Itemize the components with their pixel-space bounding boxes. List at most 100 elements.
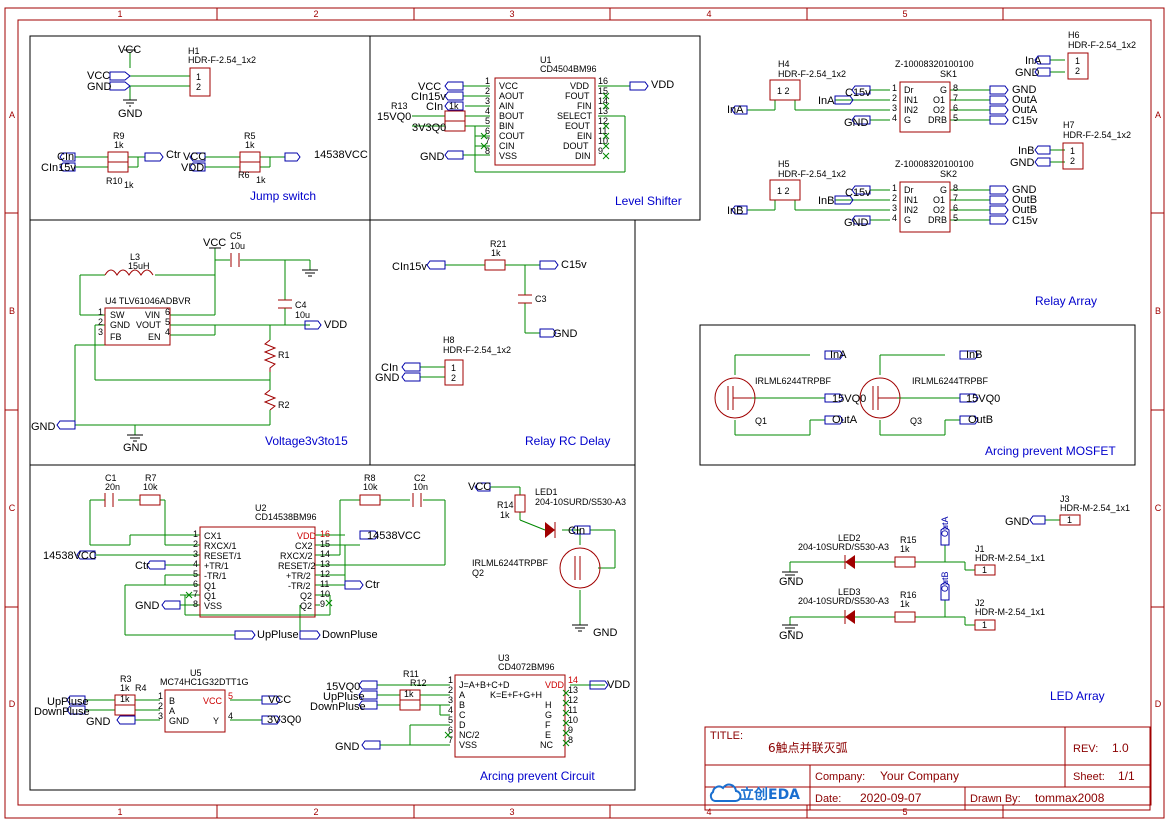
- part-ref: C5: [230, 231, 242, 241]
- part-ref: R14: [497, 500, 514, 510]
- part-ref: R2: [278, 400, 290, 410]
- net-label: GND: [844, 117, 869, 129]
- svg-text:VDD: VDD: [297, 531, 317, 541]
- svg-text:8: 8: [953, 183, 958, 193]
- gnd-symbol: [127, 434, 143, 442]
- svg-text:5: 5: [485, 116, 490, 126]
- part-ref: R12: [410, 678, 427, 688]
- net-label: CIn15v: [392, 261, 427, 273]
- net-label: VCC: [468, 481, 491, 493]
- sheet-value: 1/1: [1118, 769, 1135, 783]
- net-port: [189, 162, 206, 172]
- svg-text:Dr: Dr: [904, 85, 914, 95]
- part-value: 10n: [413, 482, 428, 492]
- net-label: DownPluse: [322, 629, 378, 641]
- svg-text:9: 9: [320, 599, 325, 609]
- part-ref: R11: [403, 669, 419, 679]
- svg-text:1 2: 1 2: [777, 186, 790, 196]
- svg-text:8: 8: [953, 83, 958, 93]
- svg-text:1: 1: [982, 620, 987, 630]
- svg-text:15: 15: [320, 539, 330, 549]
- net-port: [59, 152, 76, 162]
- part-value: IRLML6244TRPBF: [755, 376, 832, 386]
- part-value: 10k: [143, 482, 158, 492]
- mosfet-q3: [859, 377, 901, 419]
- net-port: [444, 150, 464, 160]
- part-ref: U2: [255, 503, 267, 513]
- net-label: GND: [779, 630, 804, 642]
- title-block: TITLE: 6触点并联灭弧 REV: 1.0 Company: Your Co…: [704, 726, 1151, 811]
- gnd-symbol: [302, 269, 318, 277]
- led3: [845, 610, 855, 624]
- net-label: GND: [135, 600, 160, 612]
- net-label: InA: [1025, 55, 1042, 67]
- part-value: 204-10SURD/S530-A3: [798, 596, 889, 606]
- gnd-symbol: [572, 624, 588, 632]
- svg-text:E: E: [545, 730, 551, 740]
- part-ref: H7: [1063, 120, 1075, 130]
- header-h6: [1067, 52, 1089, 80]
- part-ref: U3: [498, 653, 510, 663]
- svg-text:2: 2: [448, 685, 453, 695]
- part-ref: R15: [900, 535, 917, 545]
- svg-text:7: 7: [953, 193, 958, 203]
- part-value: 204-10SURD/S530-A3: [798, 542, 889, 552]
- net-label: 15VQ0: [377, 111, 411, 123]
- svg-text:7: 7: [193, 589, 198, 599]
- block-title-relay-array: Relay Array: [1035, 294, 1097, 308]
- svg-text:CX1: CX1: [204, 531, 222, 541]
- part-value: 1k: [114, 140, 124, 150]
- svg-text:FIN: FIN: [577, 101, 592, 111]
- svg-text:GND: GND: [110, 320, 131, 330]
- net-label: InA: [818, 95, 835, 107]
- block-title-relay-rc: Relay RC Delay: [525, 434, 610, 448]
- part-value: CD14538BM96: [255, 512, 317, 522]
- col-label: 2: [313, 807, 318, 817]
- block-title-voltage: Voltage3v3to15: [265, 434, 348, 448]
- net-label: GND: [31, 421, 56, 433]
- rev-value: 1.0: [1112, 741, 1129, 755]
- svg-text:12: 12: [568, 695, 578, 705]
- svg-text:VOUT: VOUT: [136, 320, 162, 330]
- svg-text:G: G: [904, 115, 911, 125]
- col-label: 1: [117, 807, 122, 817]
- net-label: InA: [727, 104, 744, 116]
- svg-text:14: 14: [320, 549, 330, 559]
- svg-text:5: 5: [228, 691, 233, 701]
- svg-text:11: 11: [598, 126, 607, 136]
- svg-text:5: 5: [448, 715, 453, 725]
- svg-text:1: 1: [196, 72, 201, 82]
- part-ref: R9: [113, 131, 125, 141]
- part-ref: H6: [1068, 30, 1080, 40]
- resistor-r6: [239, 161, 261, 173]
- svg-text:12: 12: [598, 116, 608, 126]
- resistor-r15: [894, 556, 916, 568]
- svg-text:9: 9: [568, 725, 573, 735]
- drawn-label: Drawn By:: [970, 793, 1021, 805]
- net-port: [731, 105, 748, 115]
- svg-text:2: 2: [196, 82, 201, 92]
- jump-switch-block: VCC VCC GND GND 12 H1 HDR-F-2.54_1x2 R9 …: [41, 44, 368, 190]
- net-label: VCC: [87, 70, 110, 82]
- part-ref: Q3: [910, 416, 922, 426]
- mosfet-q1: [714, 377, 756, 419]
- svg-text:DOUT: DOUT: [563, 141, 589, 151]
- svg-text:2: 2: [1070, 156, 1075, 166]
- part-value: 1k: [900, 599, 910, 609]
- net-label: 14538VCC: [314, 149, 368, 161]
- part-ref: J2: [975, 598, 985, 608]
- block-titles: Jump switch Level Shifter Relay Array Vo…: [250, 189, 1116, 783]
- net-label: OutA: [1012, 94, 1038, 106]
- net-label: OutA: [832, 414, 858, 426]
- net-label: OutB: [1012, 194, 1037, 206]
- net-label: 15VQ0: [832, 393, 866, 405]
- ic-u1: [494, 77, 596, 166]
- header-h4: [769, 79, 801, 101]
- svg-text:-TR/1: -TR/1: [204, 571, 227, 581]
- net-label: InB: [966, 349, 983, 361]
- net-label: GND: [844, 217, 869, 229]
- col-label: 1: [117, 9, 122, 19]
- svg-text:VIN: VIN: [145, 310, 160, 320]
- part-value: HDR-M-2.54_1x1: [1060, 503, 1130, 513]
- part-ref: SK1: [940, 69, 957, 79]
